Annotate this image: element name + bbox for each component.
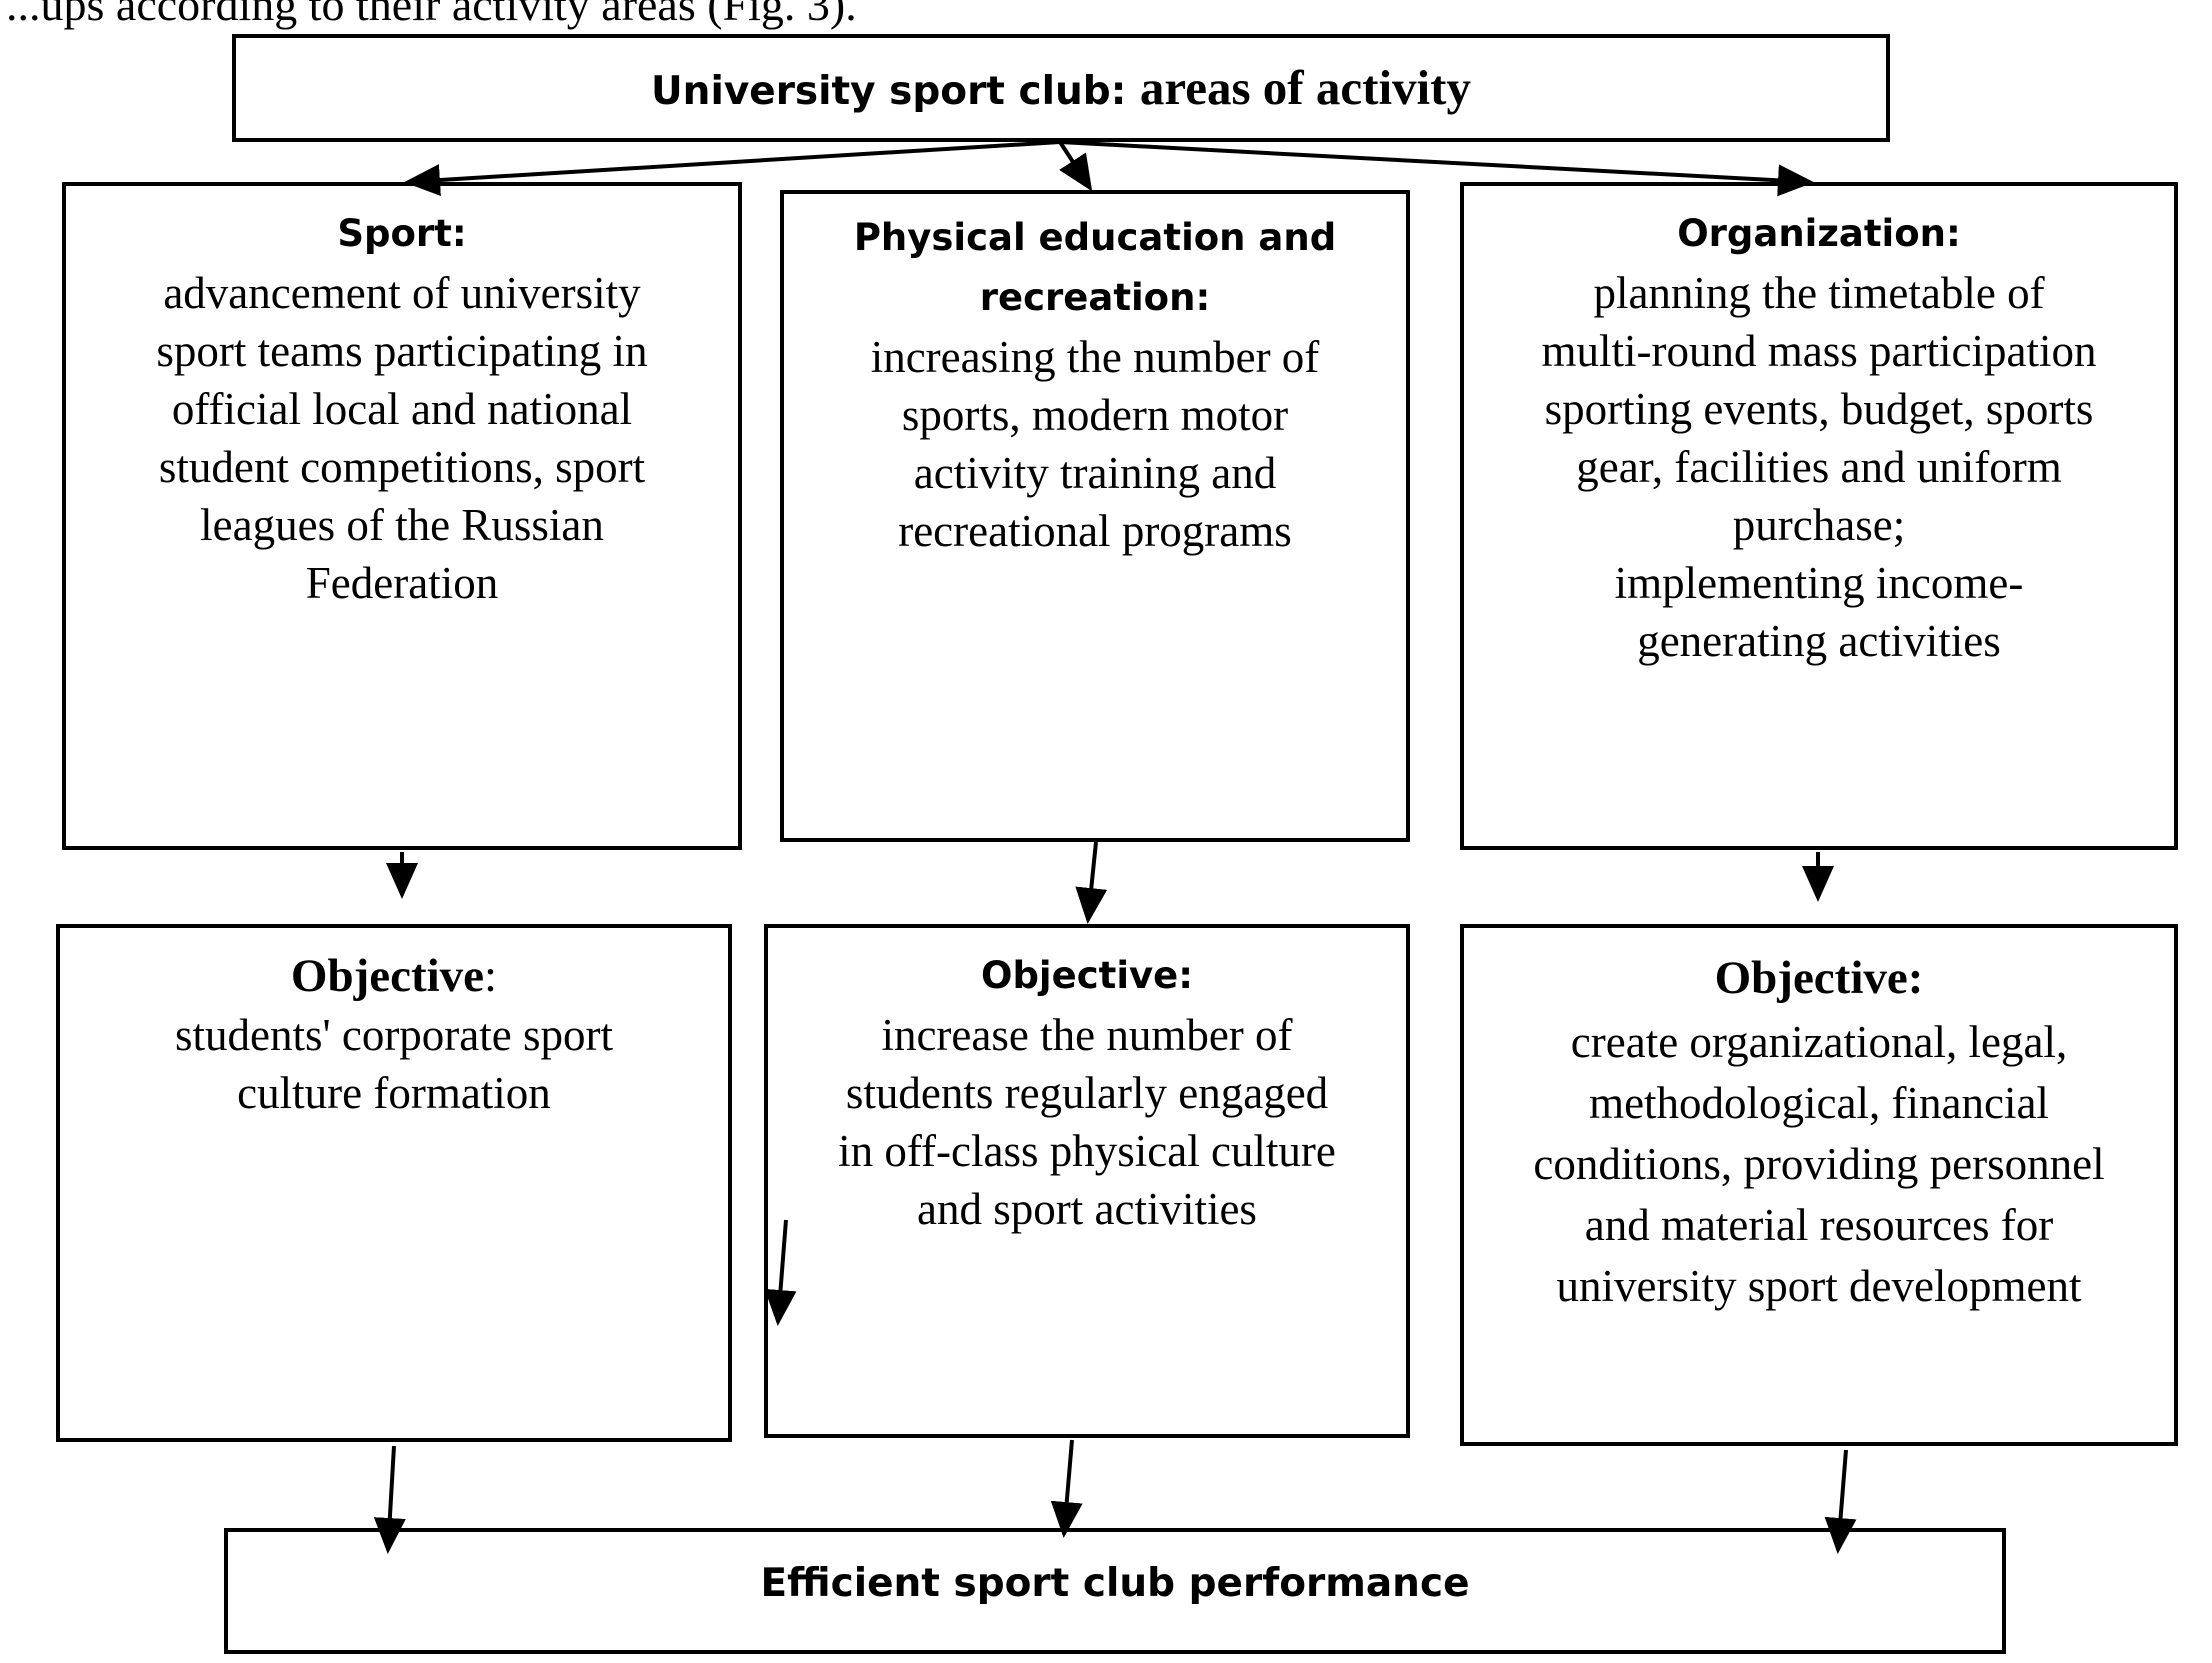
arrow-top-to-organization	[1059, 140, 1814, 197]
objective-heading-sport: Objective:	[290, 950, 498, 1002]
arrow-top-to-physical-education	[1058, 140, 1093, 192]
objective-text-physical-education: increase the number of students regularl…	[838, 1010, 1336, 1234]
caption-fragment: ...ups according to their activity areas…	[0, 0, 2212, 40]
top-box-title: University sport club: areas of activity	[651, 60, 1471, 115]
top-box: University sport club: areas of activity	[232, 34, 1890, 142]
area-text-sport: advancement of university sport teams pa…	[156, 268, 648, 608]
area-text-organization: planning the timetable of multi-round ma…	[1541, 268, 2097, 666]
area-heading-organization: Organization:	[1677, 212, 1961, 255]
arrow-objective-organization-to-result	[1824, 1449, 1857, 1554]
area-box-sport: Sport: advancement of university sport t…	[62, 182, 742, 850]
arrow-top-to-sport	[404, 140, 1061, 197]
area-text-physical-education: increasing the number of sports, modern …	[870, 332, 1320, 556]
area-heading-sport: Sport:	[337, 212, 467, 255]
arrow-physical-education-to-objective	[1075, 841, 1108, 924]
objective-box-organization: Objective: create organizational, legal,…	[1460, 924, 2178, 1446]
arrow-objective-physical-education-to-result	[1050, 1439, 1083, 1538]
bottom-box: Efficient sport club performance	[224, 1528, 2006, 1654]
objective-text-organization: create organizational, legal, methodolog…	[1533, 1017, 2105, 1311]
area-box-organization: Organization: planning the timetable of …	[1460, 182, 2178, 850]
area-heading-physical-education: Physical education and recreation:	[853, 216, 1337, 319]
area-box-physical-education: Physical education and recreation: incre…	[780, 190, 1410, 842]
arrow-objective-sport-to-result	[373, 1445, 406, 1554]
objective-box-physical-education: Objective: increase the number of studen…	[764, 924, 1410, 1438]
arrow-stray	[764, 1219, 797, 1326]
caption-text: ...ups according to their activity areas…	[6, 0, 857, 30]
bottom-box-title: Efficient sport club performance	[760, 1561, 1470, 1606]
objective-text-sport: students' corporate sport culture format…	[174, 1010, 613, 1118]
objective-heading-organization: Objective:	[1714, 952, 1924, 1004]
objective-heading-physical-education: Objective:	[980, 954, 1194, 997]
objective-box-sport: Objective: students' corporate sport cul…	[56, 924, 732, 1442]
